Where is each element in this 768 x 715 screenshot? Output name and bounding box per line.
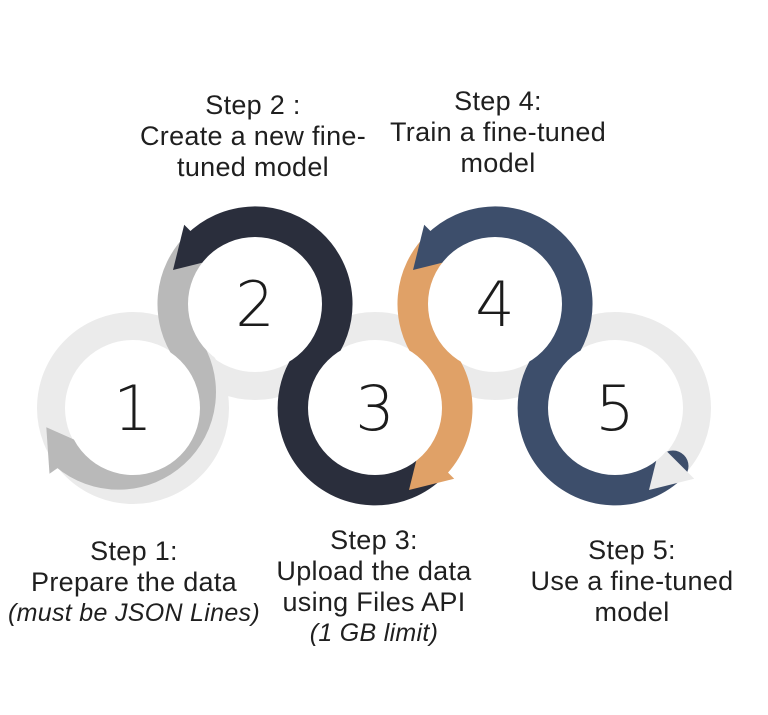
inner-disc-step5	[548, 341, 682, 475]
inner-disc-step2	[188, 237, 322, 371]
step-3-title: Step 3:	[330, 525, 418, 555]
step-1-line: Prepare the data	[31, 567, 237, 597]
step-3-line: using Files API	[282, 587, 466, 617]
step-2-label: Step 2 : Create a new fine- tuned model	[140, 90, 366, 183]
track-ring-step1	[37, 312, 229, 504]
step-2-number: 2	[235, 268, 274, 341]
step-3-note: (1 GB limit)	[309, 619, 439, 647]
inner-disc-step3	[308, 341, 442, 475]
arrowhead-1-icon	[46, 427, 89, 474]
arrow-band-4	[421, 206, 689, 506]
step-1-number: 1	[113, 372, 152, 445]
step-5-number: 5	[595, 372, 634, 445]
step-4-number: 4	[475, 268, 514, 341]
step-4-title: Step 4:	[454, 86, 542, 116]
step-1-label: Step 1: Prepare the data (must be JSON L…	[8, 536, 260, 629]
step-2-line: Create a new fine-	[139, 121, 367, 151]
arrow-band-2	[181, 206, 449, 506]
step-4-label: Step 4: Train a fine-tuned model	[390, 86, 606, 179]
step-4-line: Train a fine-tuned	[389, 117, 607, 147]
step-4-line: model	[460, 148, 536, 178]
inner-disc-step4	[428, 237, 562, 371]
step-1-title: Step 1:	[90, 536, 178, 566]
step-5-label: Step 5: Use a fine-tuned model	[531, 535, 734, 628]
step-2-title: Step 2 :	[205, 90, 301, 120]
step-2-line: tuned model	[177, 152, 329, 182]
step-3-number: 3	[355, 372, 394, 445]
step-5-line: model	[594, 597, 670, 627]
inner-disc-step1	[66, 341, 200, 475]
step-5-line: Use a fine-tuned	[530, 566, 734, 596]
step-1-note: (must be JSON Lines)	[8, 599, 260, 627]
step-3-line: Upload the data	[276, 556, 472, 586]
step-3-label: Step 3: Upload the data using Files API …	[276, 525, 471, 649]
step-5-title: Step 5:	[588, 535, 676, 565]
